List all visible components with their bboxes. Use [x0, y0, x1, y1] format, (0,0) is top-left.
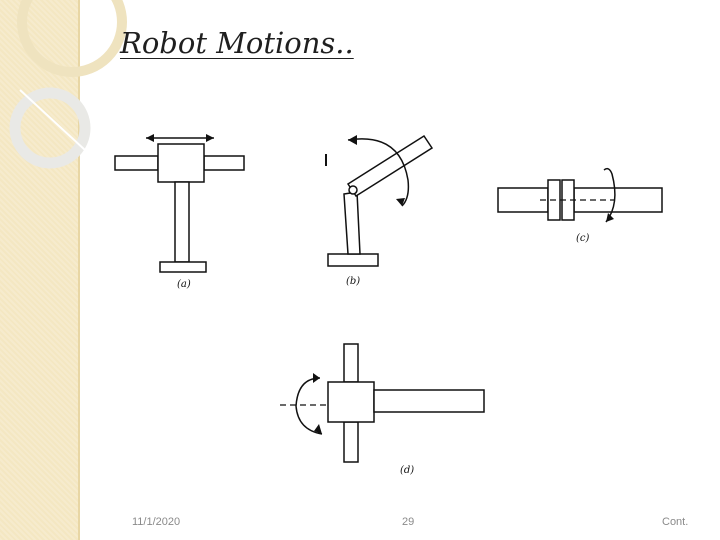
fig-c-arrowhead	[606, 213, 614, 222]
fig-c-label: (c)	[576, 233, 590, 244]
figure-a: (a)	[108, 104, 250, 290]
fig-a-right-arm	[203, 155, 245, 171]
figure-d: (d)	[276, 326, 492, 484]
fig-d-rotation-arrow	[295, 377, 323, 435]
fig-b-base	[327, 253, 379, 267]
fig-b-rotation-arrow	[347, 138, 410, 207]
slide-title: Robot Motions..	[120, 26, 354, 60]
fig-a-column	[174, 181, 190, 263]
footer-date: 11/1/2020	[132, 516, 181, 528]
fig-a-label: (a)	[177, 279, 191, 290]
footer-page-number: 29	[402, 516, 415, 528]
footer-right-text: Cont.	[662, 516, 689, 528]
fig-d-top-link	[343, 343, 359, 383]
decorative-rings	[9, 0, 127, 169]
ring-large	[17, 0, 127, 77]
fig-a-arrowheads	[146, 134, 214, 142]
fig-d-joint-block	[327, 381, 375, 423]
fig-a-base	[159, 261, 207, 273]
fig-a-joint-block	[157, 143, 205, 183]
fig-b-column	[343, 191, 361, 255]
figure-c: (c)	[494, 160, 666, 250]
fig-a-left-arm	[114, 155, 159, 171]
fig-b-arm	[346, 134, 434, 198]
fig-b-label: (b)	[346, 276, 360, 287]
fig-d-arrowheads	[313, 373, 322, 434]
fig-b-pivot	[348, 185, 358, 195]
fig-d-bottom-link	[343, 421, 359, 463]
fig-d-arm	[373, 389, 485, 413]
ring-small	[9, 87, 91, 169]
sidebar-edge	[78, 0, 80, 540]
fig-d-label: (d)	[400, 465, 414, 476]
ring-streak	[19, 89, 86, 151]
fig-c-right-link	[573, 187, 663, 213]
fig-b-arrowheads	[348, 135, 405, 206]
figure-b: (b)	[322, 126, 440, 288]
fig-c-roll-arrow	[603, 167, 616, 223]
